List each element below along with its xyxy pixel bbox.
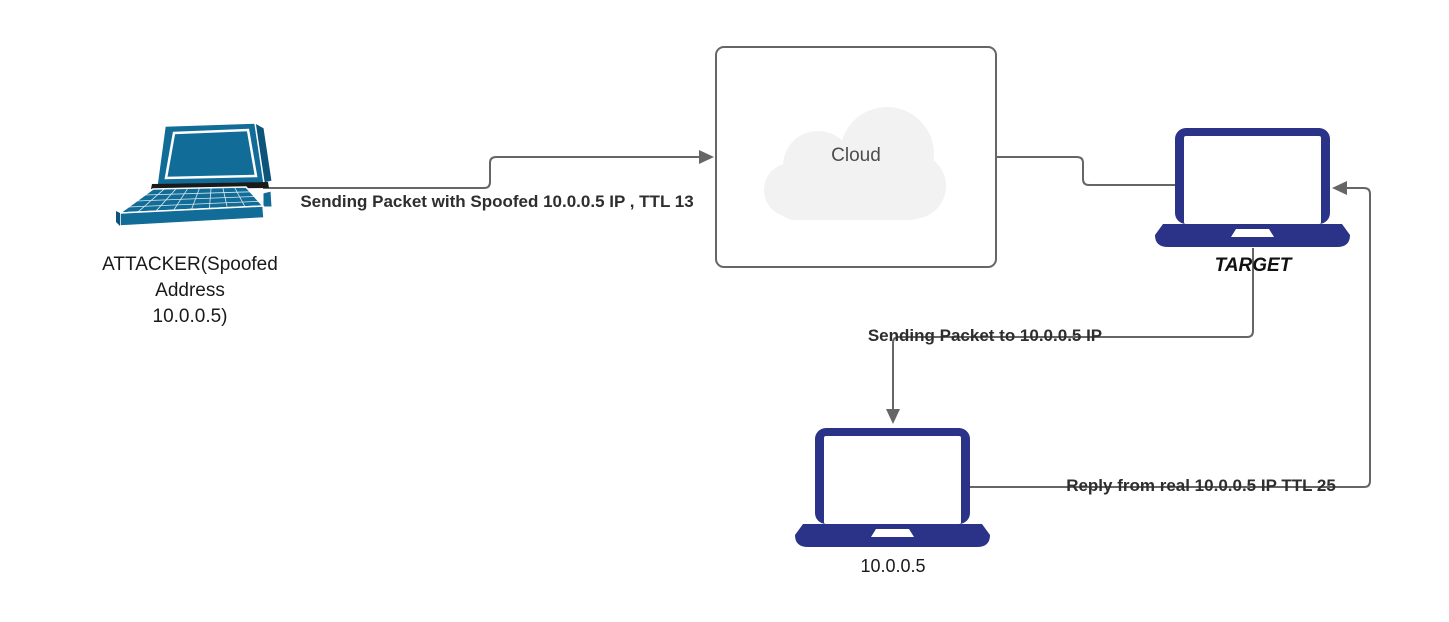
arrowhead-into-real-host <box>886 409 900 424</box>
edge-cloud-to-target <box>997 156 1175 186</box>
node-attacker <box>96 121 274 244</box>
edge-label-spoofed-packet: Sending Packet with Spoofed 10.0.0.5 IP … <box>300 192 694 211</box>
arrowhead-into-cloud <box>699 150 714 164</box>
real-host-label: 10.0.0.5 <box>860 556 926 576</box>
node-real-host <box>795 428 990 553</box>
cloud-icon <box>764 107 946 220</box>
cloud-label: Cloud <box>831 145 881 166</box>
attacker-label-line1: ATTACKER(Spoofed <box>102 254 278 275</box>
edge-label-reply-packet: Reply from real 10.0.0.5 IP TTL 25 <box>1066 476 1336 495</box>
attacker-label-line2: Address <box>155 280 225 301</box>
arrowhead-into-target <box>1332 181 1347 195</box>
attacker-laptop-icon <box>116 122 273 227</box>
real-host-laptop-icon <box>795 428 990 547</box>
edge-forward-packet <box>892 248 1254 410</box>
node-target <box>1155 128 1350 253</box>
edge-spoofed-packet <box>263 156 701 189</box>
attacker-label: ATTACKER(Spoofed Address 10.0.0.5) <box>85 252 295 330</box>
target-label: TARGET <box>1214 255 1292 276</box>
target-laptop-icon <box>1155 128 1350 247</box>
edge-label-forward-packet: Sending Packet to 10.0.0.5 IP <box>867 326 1103 345</box>
node-cloud: Cloud <box>715 46 997 268</box>
edge-reply-packet <box>970 187 1371 488</box>
attacker-label-line3: 10.0.0.5) <box>152 306 228 327</box>
